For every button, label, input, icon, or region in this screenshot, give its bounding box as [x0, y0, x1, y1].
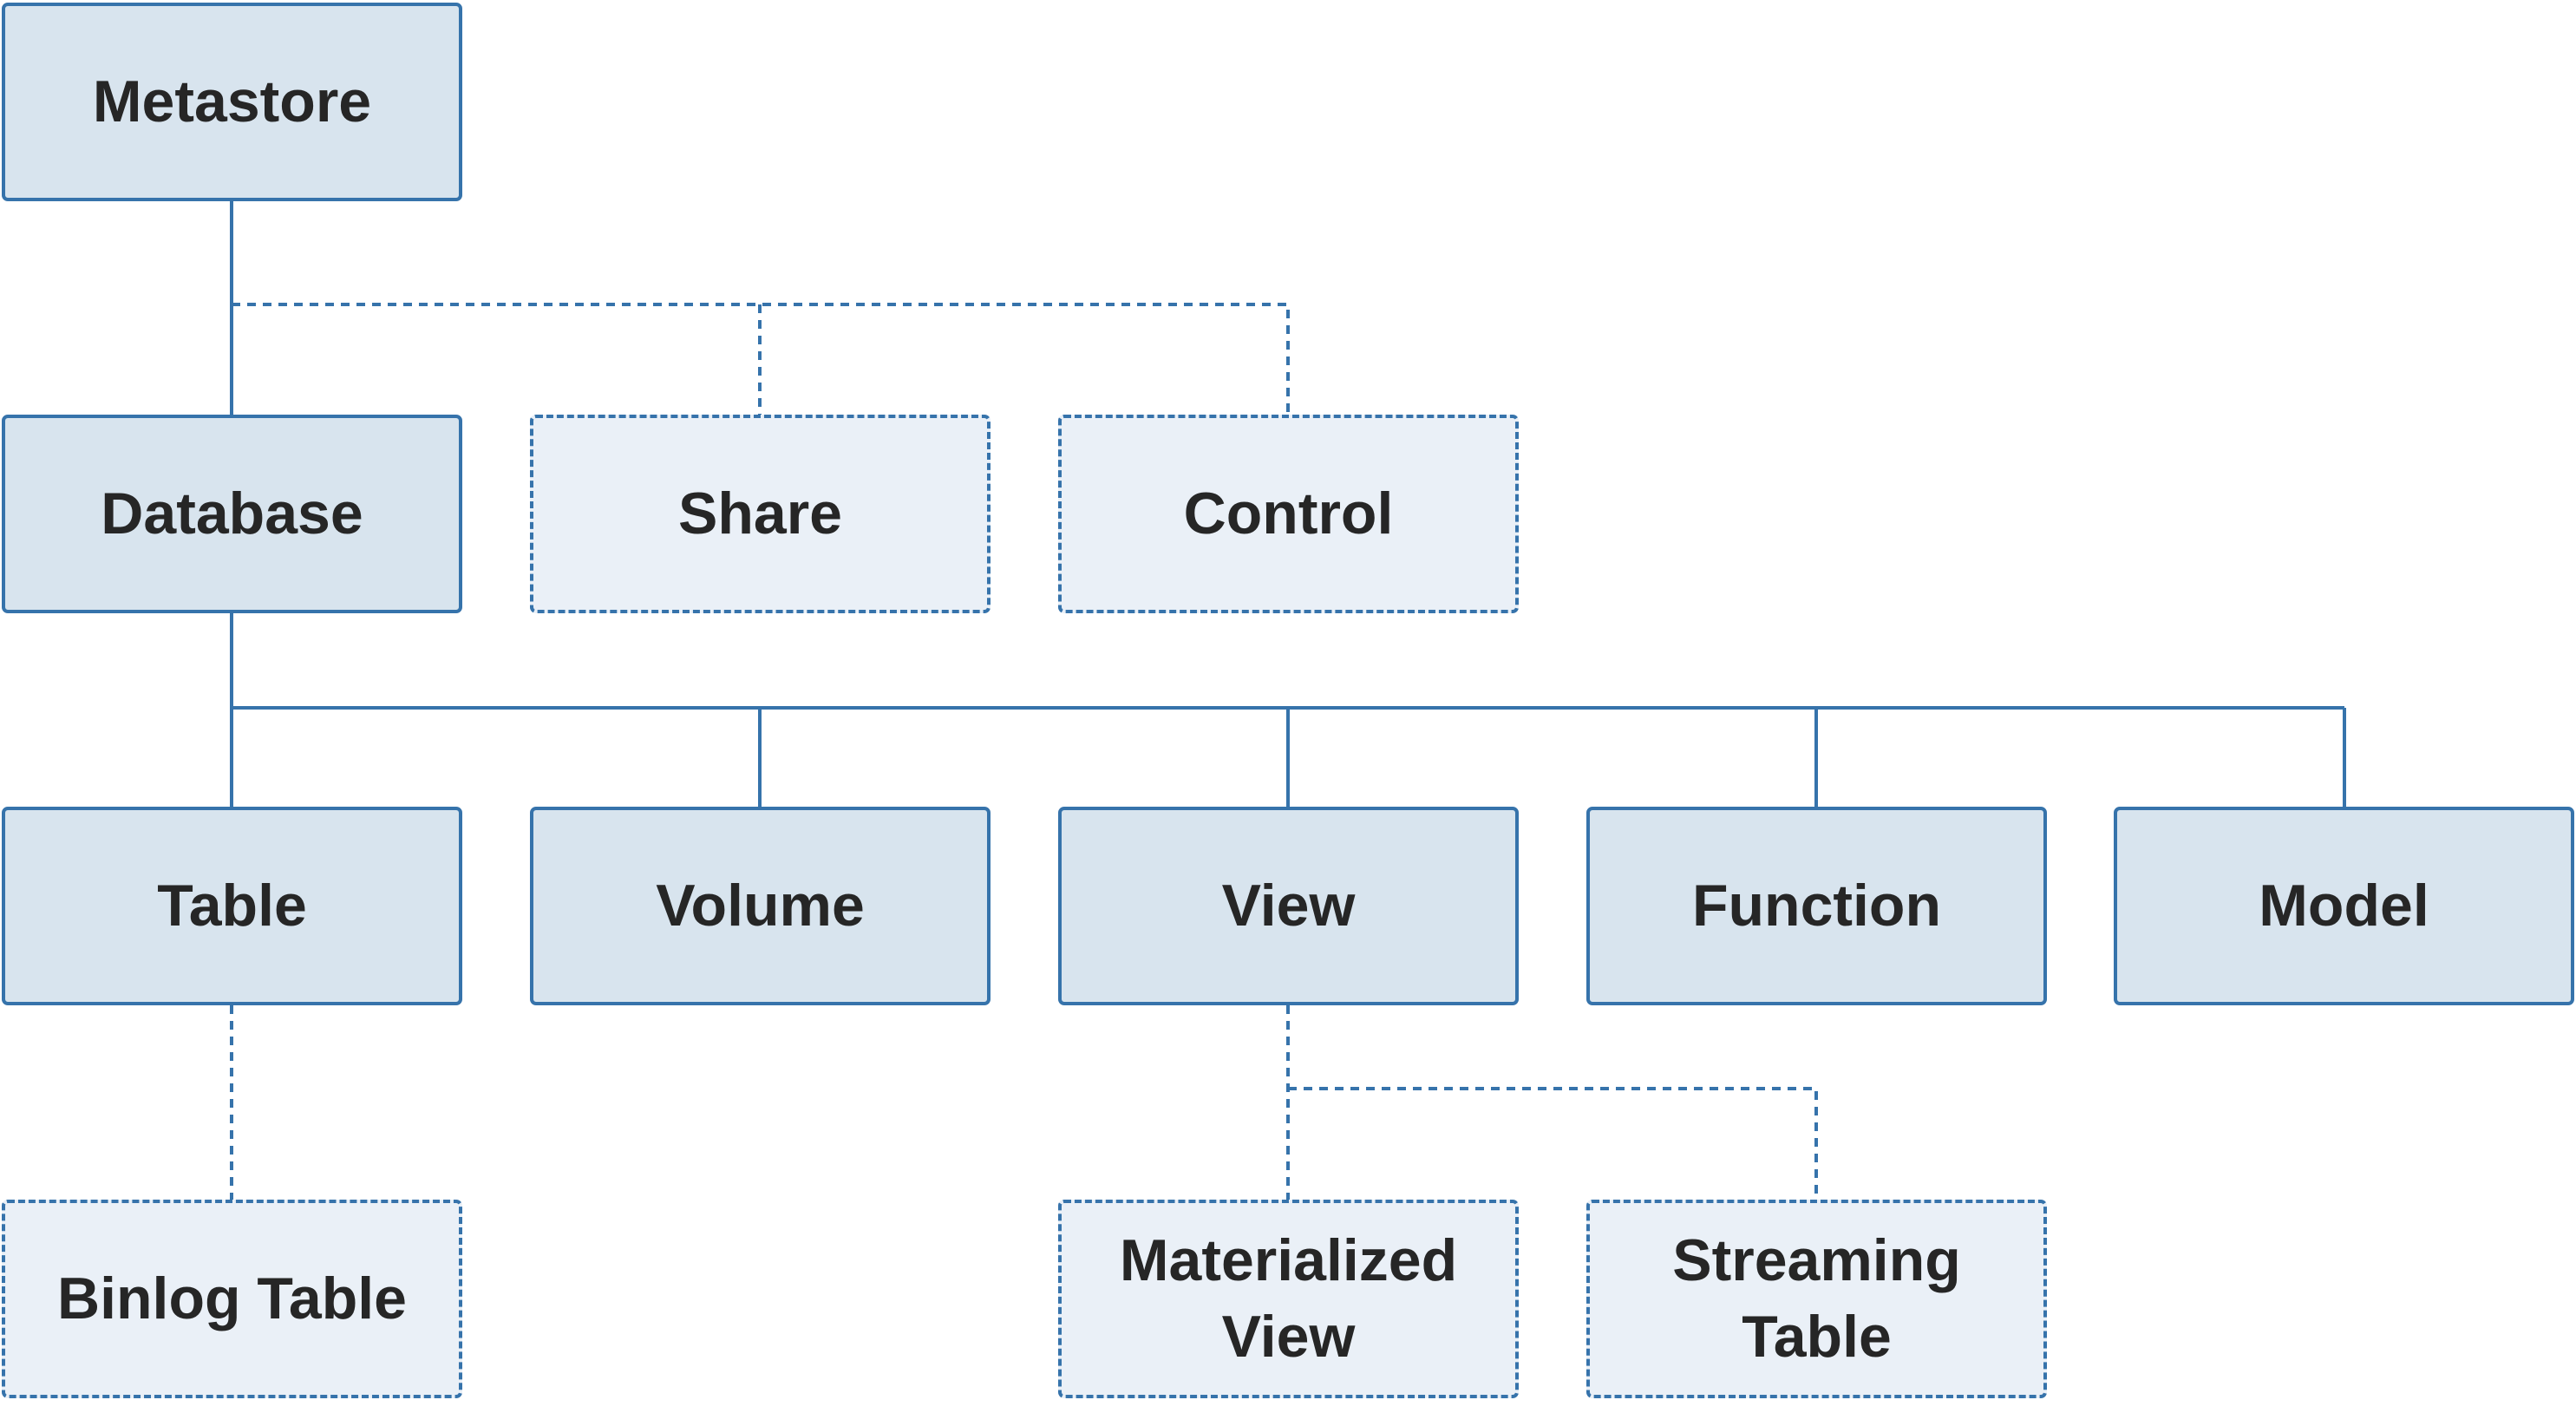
node-metastore: Metastore	[2, 3, 462, 201]
node-label: Volume	[656, 872, 865, 939]
node-label: Streaming Table	[1672, 1227, 1961, 1370]
node-label: Model	[2259, 872, 2429, 939]
node-table: Table	[2, 807, 462, 1005]
node-database: Database	[2, 415, 462, 613]
node-label: View	[1221, 872, 1356, 939]
node-materialized-view: Materialized View	[1058, 1200, 1519, 1398]
node-volume: Volume	[530, 807, 991, 1005]
node-function: Function	[1586, 807, 2047, 1005]
edge-view-streaming-table	[1288, 1087, 1818, 1200]
node-label: Table	[157, 872, 307, 939]
node-binlog-table: Binlog Table	[2, 1200, 462, 1398]
node-label: Control	[1183, 480, 1394, 546]
node-share: Share	[530, 415, 991, 613]
edge-metastore-share-control	[232, 303, 1290, 415]
node-label: Materialized View	[1119, 1227, 1458, 1370]
node-label: Function	[1691, 872, 1942, 939]
node-label: Binlog Table	[57, 1265, 407, 1331]
node-label: Database	[101, 480, 363, 546]
node-label: Metastore	[92, 68, 372, 134]
node-control: Control	[1058, 415, 1519, 613]
node-model: Model	[2114, 807, 2574, 1005]
node-label: Share	[678, 480, 842, 546]
node-streaming-table: Streaming Table	[1586, 1200, 2047, 1398]
node-view: View	[1058, 807, 1519, 1005]
